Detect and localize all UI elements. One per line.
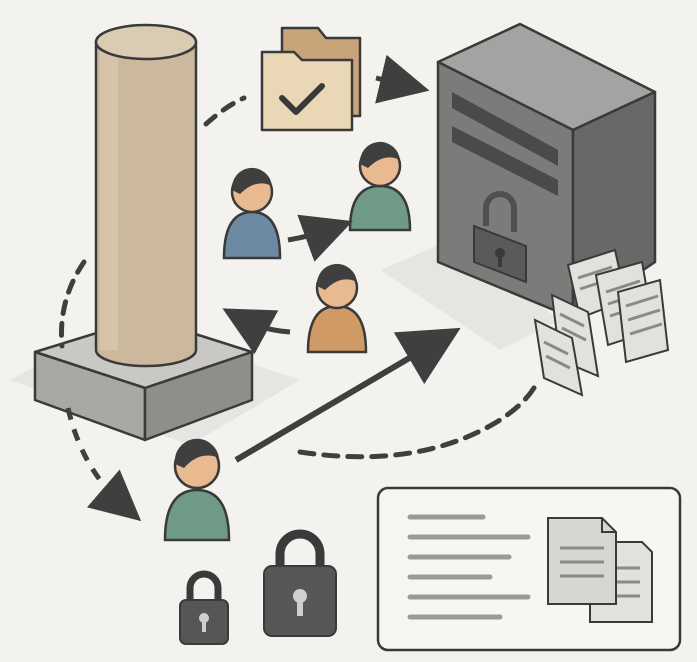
- user-blue-body: [222, 210, 282, 260]
- user-avatar-icon: [306, 263, 368, 354]
- user-avatar-icon: [222, 167, 282, 260]
- arrow-icon: [234, 327, 461, 463]
- panel-text-lines: [407, 514, 531, 620]
- arrow-icon: [287, 214, 353, 262]
- server-slot-2: [452, 126, 558, 196]
- user-orange-body: [306, 304, 368, 354]
- document-icon: [533, 318, 584, 397]
- user-green-top-hair: [359, 141, 400, 168]
- user-avatar-icon: [163, 438, 231, 542]
- pillar-column: [94, 40, 198, 368]
- server-slot-1: [452, 92, 558, 166]
- dashed-curve-return: [297, 377, 541, 460]
- user-avatar-icon: [348, 141, 412, 232]
- padlock-icon: [263, 529, 337, 637]
- server-shadow: [380, 240, 560, 350]
- document-icon: [616, 278, 670, 364]
- arrow-icon: [375, 54, 430, 104]
- user-green-bottom-body: [163, 488, 231, 542]
- checked-folder-icon: [260, 26, 362, 132]
- pillar-highlight: [100, 44, 118, 350]
- cylinder-pillar-icon: [33, 23, 254, 442]
- user-orange-hair: [316, 263, 357, 290]
- document-icon: [547, 517, 617, 605]
- user-green-top-body: [348, 184, 412, 232]
- user-green-bottom-hair: [174, 438, 219, 468]
- arrows: [59, 54, 541, 522]
- dashed-curve-to-folder: [203, 95, 247, 127]
- document-stack-icon: [533, 248, 670, 397]
- dashed-curve-left: [59, 259, 87, 349]
- pillar-top: [94, 23, 198, 61]
- check-icon: [279, 83, 325, 115]
- arrow-icon: [222, 308, 291, 355]
- user-blue-hair: [231, 167, 272, 194]
- document-panel: [376, 486, 682, 652]
- padlock-icon: [179, 570, 229, 645]
- folder-front: [260, 50, 354, 132]
- server-padlock-icon: [473, 191, 527, 284]
- pillar-base-right: [143, 350, 254, 442]
